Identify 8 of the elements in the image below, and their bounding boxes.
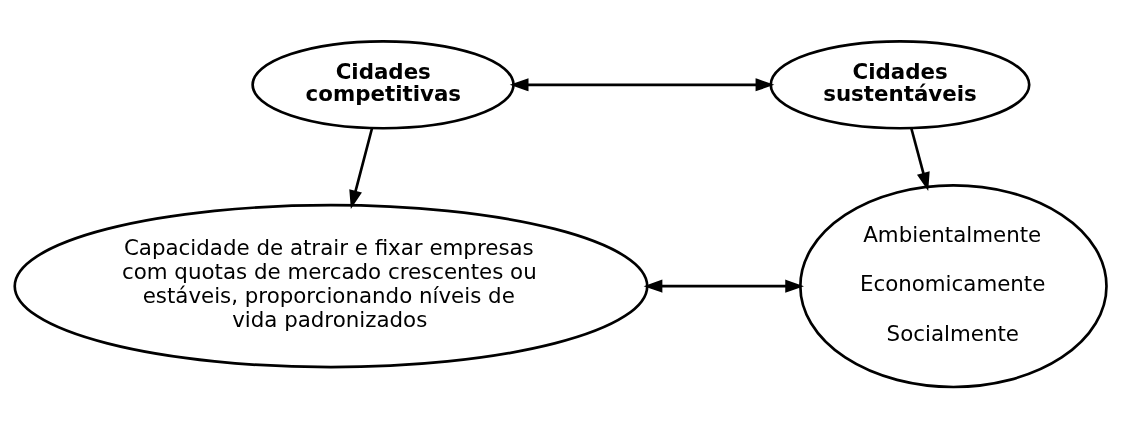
arrow [509, 78, 775, 92]
node-ellipse: Ambientalmente Economicamente Socialmente [799, 184, 1108, 389]
arrow [643, 279, 804, 293]
arrow [349, 127, 374, 209]
arrow [910, 127, 930, 192]
node-ellipse: Cidades sustentáveis [769, 40, 1031, 130]
node-ellipse: Cidades competitivas [251, 40, 515, 130]
node-ellipse: Capacidade de atrair e fixar empresas com quotas de mercado crescentes ou estáveis, proporcionando níveis de vida padronizados [13, 203, 649, 369]
